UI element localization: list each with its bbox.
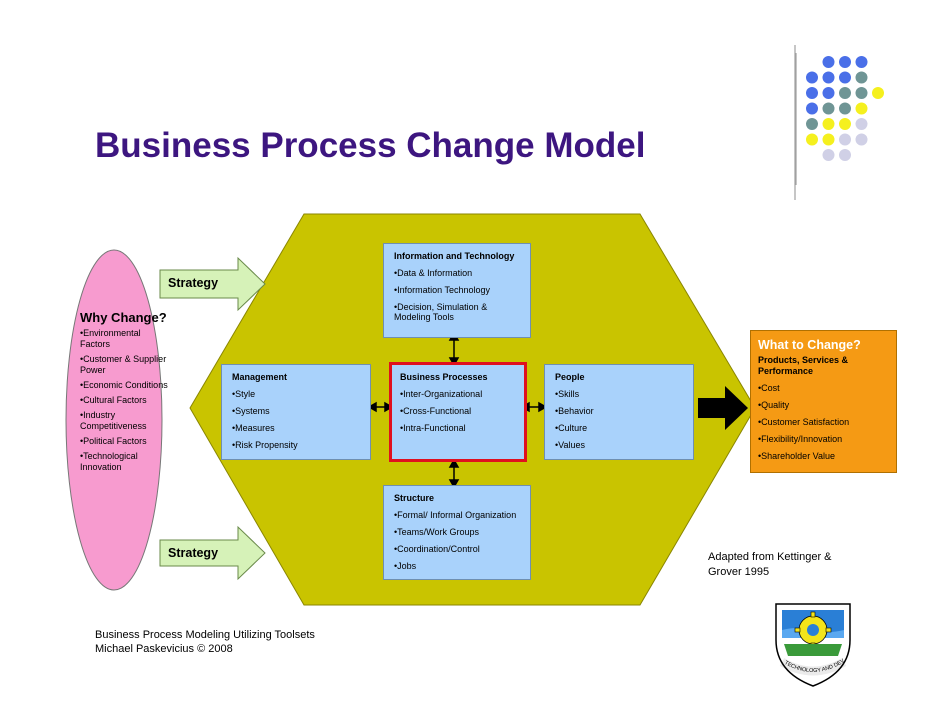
- box-item: •Decision, Simulation & Modeling Tools: [394, 302, 488, 322]
- decorative-dot-grid: [795, 53, 884, 185]
- strategy-arrow-bottom: [159, 525, 266, 581]
- decorative-dot: [822, 71, 835, 84]
- why-change-ellipse: [65, 249, 163, 591]
- why-change-list: Why Change? •Environmental Factors •Cust…: [80, 310, 170, 477]
- what-to-change-item: •Quality: [758, 400, 790, 410]
- why-change-heading: Why Change?: [80, 310, 167, 325]
- why-change-item: •Cultural Factors: [80, 395, 147, 405]
- connector-arrows: [367, 331, 548, 489]
- box-item: •Behavior: [555, 406, 594, 416]
- decorative-dot: [855, 102, 868, 115]
- decorative-dot: [806, 118, 818, 130]
- box-item: •Style: [232, 389, 256, 399]
- what-to-change-box: What to Change? Products, Services & Per…: [750, 330, 897, 473]
- decorative-dot: [872, 87, 884, 99]
- decorative-dot: [822, 118, 835, 130]
- source-citation: Adapted from Kettinger & Grover 1995: [708, 551, 832, 578]
- box-item: •Culture: [555, 423, 588, 433]
- box-item: •Systems: [232, 406, 270, 416]
- box-item: •Inter-Organizational: [400, 389, 483, 399]
- box-heading: People: [555, 372, 585, 382]
- box-heading: Business Processes: [400, 372, 488, 382]
- decorative-dot: [839, 133, 851, 146]
- strategy-arrow-top: [159, 256, 266, 312]
- decorative-dot: [822, 102, 835, 115]
- decorative-dot: [855, 118, 868, 130]
- box-heading: Structure: [394, 493, 435, 503]
- decorative-dot: [839, 149, 851, 161]
- decorative-dot: [839, 56, 851, 68]
- why-change-item: •Customer & Supplier Power: [80, 354, 167, 375]
- box-item: •Information Technology: [394, 285, 491, 295]
- decorative-dot: [806, 71, 818, 84]
- page-title: Business Process Change Model: [95, 126, 646, 165]
- information-technology-box: Information and Technology •Data & Infor…: [383, 243, 531, 338]
- management-box: Management •Style •Systems •Measures •Ri…: [221, 364, 371, 460]
- decorative-dot: [839, 102, 851, 115]
- why-change-item: •Industry Competitiveness: [80, 410, 147, 431]
- box-item: •Skills: [555, 389, 580, 399]
- box-item: •Risk Propensity: [232, 440, 298, 450]
- decorative-dot: [839, 118, 851, 130]
- box-heading: Information and Technology: [394, 251, 515, 261]
- box-item: •Values: [555, 440, 586, 450]
- decorative-dot: [855, 133, 868, 146]
- why-change-item: •Technological Innovation: [80, 451, 138, 472]
- decorative-dot: [806, 102, 818, 115]
- structure-box: Structure •Formal/ Informal Organization…: [383, 485, 531, 580]
- what-to-change-subheading: Products, Services & Performance: [758, 355, 849, 376]
- decorative-dot: [855, 71, 868, 84]
- box-item: •Intra-Functional: [400, 423, 466, 433]
- box-item: •Cross-Functional: [400, 406, 472, 416]
- decorative-dot: [855, 56, 868, 68]
- box-heading: Management: [232, 372, 288, 382]
- decorative-dot: [822, 87, 835, 99]
- decorative-dot: [822, 56, 835, 68]
- why-change-item: •Environmental Factors: [80, 328, 141, 349]
- decorative-dot: [806, 133, 818, 146]
- box-item: •Teams/Work Groups: [394, 527, 480, 537]
- box-item: •Formal/ Informal Organization: [394, 510, 517, 520]
- vertical-divider: [794, 45, 796, 200]
- footer: Business Process Modeling Utilizing Tool…: [95, 628, 315, 656]
- decorative-dot: [839, 87, 851, 99]
- what-to-change-item: •Flexibility/Innovation: [758, 434, 843, 444]
- decorative-dot: [855, 87, 868, 99]
- why-change-item: •Political Factors: [80, 436, 147, 446]
- what-to-change-item: •Cost: [758, 383, 780, 393]
- decorative-dot: [822, 133, 835, 146]
- footer-line-2: Michael Paskevicius © 2008: [95, 643, 233, 655]
- what-to-change-item: •Customer Satisfaction: [758, 417, 850, 427]
- footer-line-1: Business Process Modeling Utilizing Tool…: [95, 629, 315, 641]
- people-box: People •Skills •Behavior •Culture •Value…: [544, 364, 694, 460]
- box-item: •Coordination/Control: [394, 544, 480, 554]
- output-arrow: [698, 386, 748, 430]
- strategy-label-bottom: Strategy: [168, 546, 219, 560]
- business-processes-box: Business Processes •Inter-Organizational…: [389, 362, 527, 462]
- what-to-change-item: •Shareholder Value: [758, 451, 836, 461]
- box-item: •Data & Information: [394, 268, 473, 278]
- box-item: •Jobs: [394, 561, 417, 571]
- what-to-change-heading: What to Change?: [758, 338, 861, 352]
- decorative-dot: [822, 149, 835, 161]
- why-change-item: •Economic Conditions: [80, 380, 168, 390]
- box-item: •Measures: [232, 423, 275, 433]
- decorative-dot: [839, 71, 851, 84]
- university-logo: TECHNOLOGY AND DEVELOPMENT: [768, 600, 851, 687]
- strategy-label-top: Strategy: [168, 276, 219, 290]
- decorative-dot: [806, 87, 818, 99]
